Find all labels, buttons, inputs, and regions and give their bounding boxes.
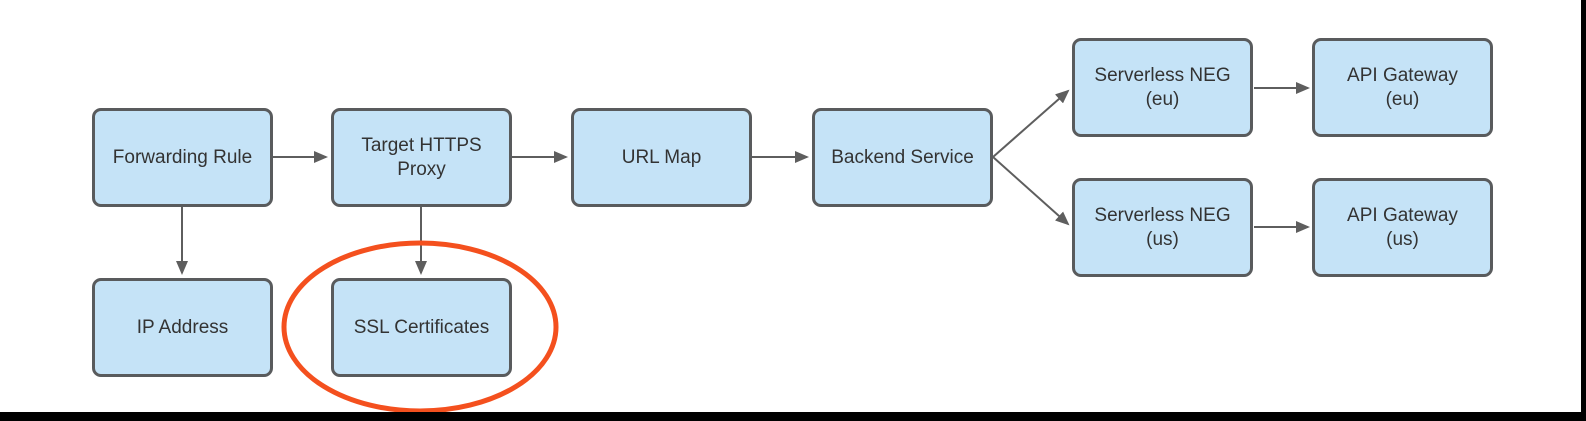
node-ssl-certificates-label: SSL Certificates xyxy=(353,316,490,338)
node-api-gateway-eu-label: API Gateway (eu) xyxy=(1347,64,1458,110)
edge-backend-service-to-serverless-neg-us xyxy=(992,156,1070,226)
node-serverless-neg-eu-label: Serverless NEG (eu) xyxy=(1094,64,1231,110)
node-serverless-neg-us: Serverless NEG (us) xyxy=(1072,178,1253,277)
node-ip-address-label: IP Address xyxy=(136,316,229,338)
window-edge-bottom xyxy=(0,412,1586,421)
node-api-gateway-us-label: API Gateway (us) xyxy=(1347,204,1458,250)
window-edge-right xyxy=(1581,0,1586,421)
node-api-gateway-us: API Gateway (us) xyxy=(1312,178,1493,277)
node-serverless-neg-eu: Serverless NEG (eu) xyxy=(1072,38,1253,137)
node-forwarding-rule: Forwarding Rule xyxy=(92,108,273,207)
node-backend-service: Backend Service xyxy=(812,108,993,207)
node-backend-service-label: Backend Service xyxy=(831,146,974,168)
node-ip-address: IP Address xyxy=(92,278,273,377)
node-url-map: URL Map xyxy=(571,108,752,207)
node-api-gateway-eu: API Gateway (eu) xyxy=(1312,38,1493,137)
node-url-map-label: URL Map xyxy=(621,146,702,168)
edge-backend-service-to-serverless-neg-eu xyxy=(992,89,1070,158)
node-serverless-neg-us-label: Serverless NEG (us) xyxy=(1094,204,1231,250)
node-target-https-proxy-label: Target HTTPS Proxy xyxy=(361,134,482,180)
node-ssl-certificates: SSL Certificates xyxy=(331,278,512,377)
node-target-https-proxy: Target HTTPS Proxy xyxy=(331,108,512,207)
node-forwarding-rule-label: Forwarding Rule xyxy=(112,146,253,168)
